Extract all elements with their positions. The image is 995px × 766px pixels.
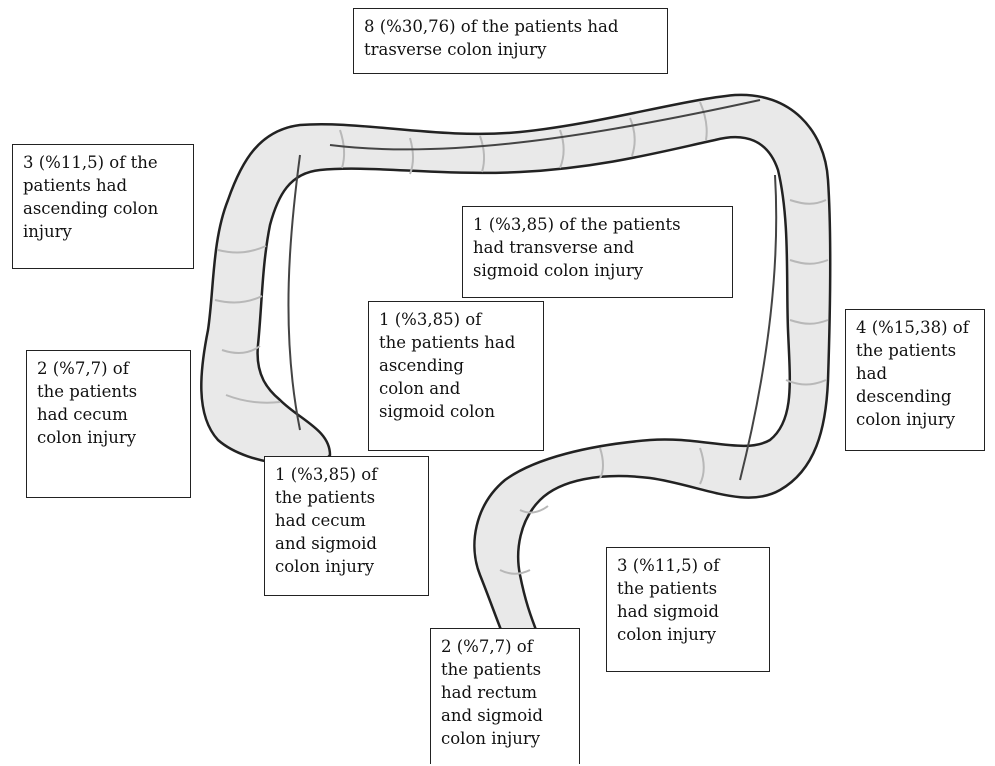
label-line: had rectum (441, 681, 569, 704)
transverse-colon-label: 8 (%30,76) of the patients had trasverse… (353, 8, 668, 74)
label-line: the patients (37, 380, 180, 403)
label-line: 1 (%3,85) of (275, 463, 418, 486)
sigmoid-colon-label: 3 (%11,5) of the patients had sigmoid co… (606, 547, 770, 672)
label-line: the patients (275, 486, 418, 509)
label-line: sigmoid colon injury (473, 259, 722, 282)
label-line: sigmoid colon (379, 400, 533, 423)
label-line: colon injury (617, 623, 759, 646)
label-line: 1 (%3,85) of the patients (473, 213, 722, 236)
rectum-sigmoid-label: 2 (%7,7) of the patients had rectum and … (430, 628, 580, 764)
label-line: colon injury (856, 408, 974, 431)
cecum-sigmoid-label: 1 (%3,85) of the patients had cecum and … (264, 456, 429, 596)
label-line: ascending colon (23, 197, 183, 220)
label-line: the patients (617, 577, 759, 600)
label-line: ascending (379, 354, 533, 377)
transverse-sigmoid-label: 1 (%3,85) of the patients had transverse… (462, 206, 733, 298)
label-line: the patients (441, 658, 569, 681)
label-line: had cecum (37, 403, 180, 426)
label-line: had cecum (275, 509, 418, 532)
label-line: injury (23, 220, 183, 243)
label-line: 4 (%15,38) of (856, 316, 974, 339)
label-line: 8 (%30,76) of the patients had (364, 15, 657, 38)
label-line: had sigmoid (617, 600, 759, 623)
label-line: and sigmoid (275, 532, 418, 555)
cecum-colon-label: 2 (%7,7) of the patients had cecum colon… (26, 350, 191, 498)
label-line: 1 (%3,85) of (379, 308, 533, 331)
label-line: 3 (%11,5) of (617, 554, 759, 577)
label-line: 3 (%11,5) of the (23, 151, 183, 174)
label-line: colon injury (275, 555, 418, 578)
label-line: trasverse colon injury (364, 38, 657, 61)
label-line: 2 (%7,7) of (441, 635, 569, 658)
label-line: patients had (23, 174, 183, 197)
label-line: 2 (%7,7) of (37, 357, 180, 380)
label-line: the patients (856, 339, 974, 362)
ascending-sigmoid-label: 1 (%3,85) of the patients had ascending … (368, 301, 544, 451)
label-line: colon and (379, 377, 533, 400)
ascending-colon-label: 3 (%11,5) of the patients had ascending … (12, 144, 194, 269)
label-line: colon injury (37, 426, 180, 449)
label-line: had (856, 362, 974, 385)
label-line: had transverse and (473, 236, 722, 259)
label-line: colon injury (441, 727, 569, 750)
label-line: the patients had (379, 331, 533, 354)
descending-colon-label: 4 (%15,38) of the patients had descendin… (845, 309, 985, 451)
label-line: and sigmoid (441, 704, 569, 727)
label-line: descending (856, 385, 974, 408)
